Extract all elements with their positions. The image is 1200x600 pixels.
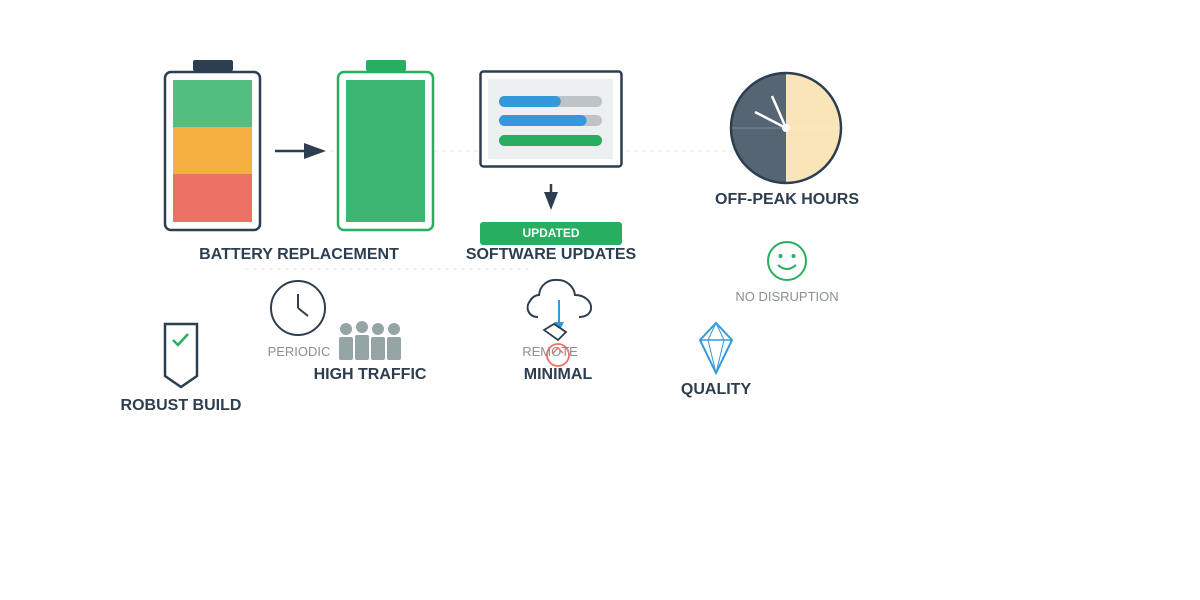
shield-check-icon bbox=[163, 322, 199, 389]
robust-build-label: ROBUST BUILD bbox=[120, 397, 242, 414]
battery-low-icon bbox=[163, 60, 262, 232]
smile-icon bbox=[767, 241, 807, 281]
updated-badge: UPDATED bbox=[480, 222, 622, 245]
monitor-icon bbox=[479, 70, 623, 168]
people-icon bbox=[339, 321, 401, 360]
minimal-label: MINIMAL bbox=[523, 366, 593, 383]
battery-replacement-label: BATTERY REPLACEMENT bbox=[199, 246, 399, 263]
clock-icon bbox=[729, 71, 843, 185]
diamond-icon bbox=[698, 321, 734, 376]
clock-small-icon bbox=[270, 280, 326, 336]
remote-label: REMOTE bbox=[522, 344, 578, 359]
battery-full-icon bbox=[336, 60, 435, 232]
arrow-right-icon bbox=[275, 143, 326, 159]
software-updates-label: SOFTWARE UPDATES bbox=[465, 246, 637, 263]
arrow-down-icon bbox=[544, 184, 558, 210]
quality-label: QUALITY bbox=[680, 381, 752, 398]
off-peak-hours-label: OFF-PEAK HOURS bbox=[715, 191, 859, 208]
pin-icon bbox=[542, 322, 570, 367]
no-disruption-label: NO DISRUPTION bbox=[735, 289, 839, 304]
periodic-label: PERIODIC bbox=[267, 344, 331, 359]
high-traffic-label: HIGH TRAFFIC bbox=[313, 366, 427, 383]
